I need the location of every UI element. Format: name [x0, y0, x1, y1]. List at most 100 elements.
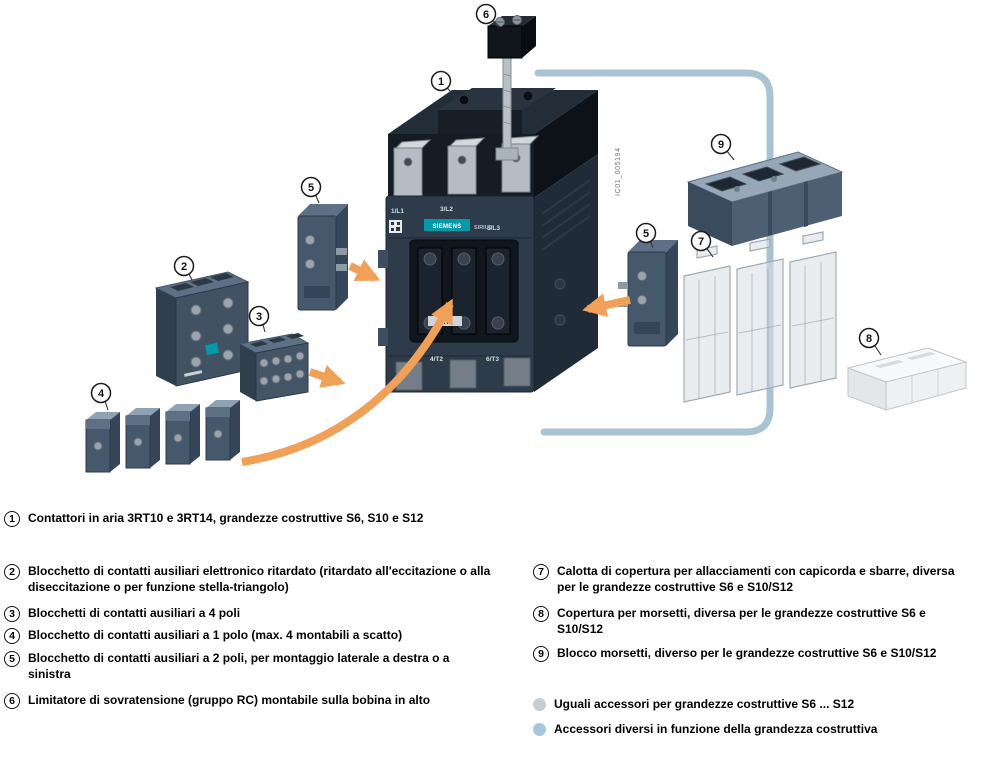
legend-text-3: Blocchetti di contatti ausiliari a 4 pol… [28, 606, 241, 620]
terminal-block-9 [686, 151, 844, 246]
legend-item-7: 7 Calotta di copertura per allacciamenti… [533, 564, 963, 596]
terminal-label: 1/L1 [391, 208, 404, 215]
screw [259, 376, 269, 386]
legend-dot-different-text: Accessori diversi in funzione della gran… [554, 722, 878, 736]
legend-item-9: 9 Blocco morsetti, diverso per le grande… [533, 646, 995, 662]
side-screw [554, 314, 566, 326]
coil-screw [522, 90, 534, 102]
block-front [255, 342, 309, 402]
legend-item-8: 8 Copertura per morsetti, diversa per le… [533, 606, 963, 638]
block-top [628, 240, 678, 252]
top-slot [190, 278, 214, 286]
rc-side [522, 16, 536, 58]
grouping-bracket [534, 69, 774, 436]
block-side [666, 240, 678, 346]
callout-7: 7 [690, 230, 714, 258]
contactor-1: 1/L1 3/L2 5/L3 SIEMENS SIRIUS [378, 88, 598, 393]
coil-screw [458, 94, 470, 106]
contact-pin [618, 282, 628, 289]
svg-text:4: 4 [98, 388, 105, 400]
screw [190, 304, 202, 316]
svg-text:1: 1 [438, 76, 444, 88]
screw [295, 351, 305, 361]
legend-item-3: 3 Blocchetti di contatti ausiliari a 4 p… [4, 606, 509, 622]
teal-mark [205, 342, 219, 356]
block9-hole [778, 156, 822, 172]
aux-block-5-left [297, 204, 348, 311]
block-side [336, 204, 348, 310]
cover [736, 238, 784, 396]
aux-block-5-right [618, 240, 678, 347]
screw [259, 358, 269, 368]
svg-text:8: 8 [866, 333, 872, 345]
terminal-label: 5/L3 [487, 225, 500, 232]
top-slot [210, 273, 234, 281]
side-screw [554, 278, 566, 290]
callout-4: 4 [90, 382, 112, 411]
svg-text:2: 2 [181, 261, 187, 273]
block9-hole [741, 166, 785, 182]
rc-front [487, 25, 523, 59]
svg-text:5: 5 [643, 228, 649, 240]
legend-dot-same-text: Uguali accessori per grandezze costrutti… [554, 697, 855, 711]
legend-num-7: 7 [533, 564, 549, 580]
legend-text-4: Blocchetto di contatti ausiliari a 1 pol… [28, 628, 403, 642]
cover8-slot [906, 352, 936, 360]
legend-item-2: 2 Blocchetto di contatti ausiliari elett… [4, 564, 509, 596]
block9-groove [804, 181, 808, 227]
legend-text-2: Blocchetto di contatti ausiliari elettro… [28, 564, 491, 594]
aux-blocks-4 [85, 400, 240, 473]
screw [222, 297, 234, 309]
top-housing-side [534, 90, 598, 198]
mount-arrow-3 [308, 364, 346, 388]
contactor-side [534, 154, 598, 392]
legend-text-8: Copertura per morsetti, diversa per le g… [557, 606, 926, 636]
screw [771, 176, 777, 182]
legend-item-4: 4 Blocchetto di contatti ausiliari a 1 p… [4, 628, 509, 644]
one-pole-block [85, 412, 120, 473]
block9-front-left [688, 182, 732, 246]
aux-block-3 [238, 333, 310, 402]
gray-dot-icon [533, 698, 546, 711]
screw [283, 372, 293, 382]
legend-text-7: Calotta di copertura per allacciamenti c… [557, 564, 955, 594]
callout-8: 8 [858, 327, 882, 356]
legend-num-8: 8 [533, 606, 549, 622]
legend-num-3: 3 [4, 606, 20, 622]
screw [305, 259, 315, 269]
contact-pin [336, 264, 347, 271]
callout-9: 9 [710, 133, 735, 161]
transparent-covers-7 [683, 231, 837, 403]
one-pole-block [205, 400, 240, 461]
mount-arrow-5-left [348, 259, 381, 282]
top-slot [250, 341, 268, 347]
legend-text-5: Blocchetto di contatti ausiliari a 2 pol… [28, 651, 450, 681]
block-front-left [156, 288, 176, 386]
mount-arrow-5-right [582, 293, 631, 317]
legend-num-9: 9 [533, 646, 549, 662]
legend-num-4: 4 [4, 628, 20, 644]
cover8-front [885, 361, 967, 411]
block-slot [634, 322, 660, 334]
screw [271, 374, 281, 384]
callout-6: 6 [475, 3, 501, 28]
callouts: 6 1 9 7 5 [90, 3, 882, 411]
svg-text:3: 3 [256, 311, 262, 323]
screw [305, 235, 315, 245]
one-pole-block [165, 404, 200, 465]
block-slot [304, 286, 330, 298]
callout-5-right: 5 [635, 222, 657, 249]
top-slot [268, 337, 286, 343]
block9-front [732, 172, 842, 246]
screw [295, 369, 305, 379]
callout-1: 1 [430, 70, 457, 99]
one-pole-block [125, 408, 160, 469]
legend-item-6: 6 Limitatore di sovratensione (gruppo RC… [4, 693, 509, 709]
screw [222, 323, 234, 335]
block9-hole [704, 176, 748, 192]
contact-pin [336, 248, 347, 255]
white-cover-8 [846, 347, 968, 411]
image-code: IC01_005194 [615, 147, 622, 196]
exploded-diagram: 1/L1 3/L2 5/L3 SIEMENS SIRIUS [85, 3, 968, 473]
